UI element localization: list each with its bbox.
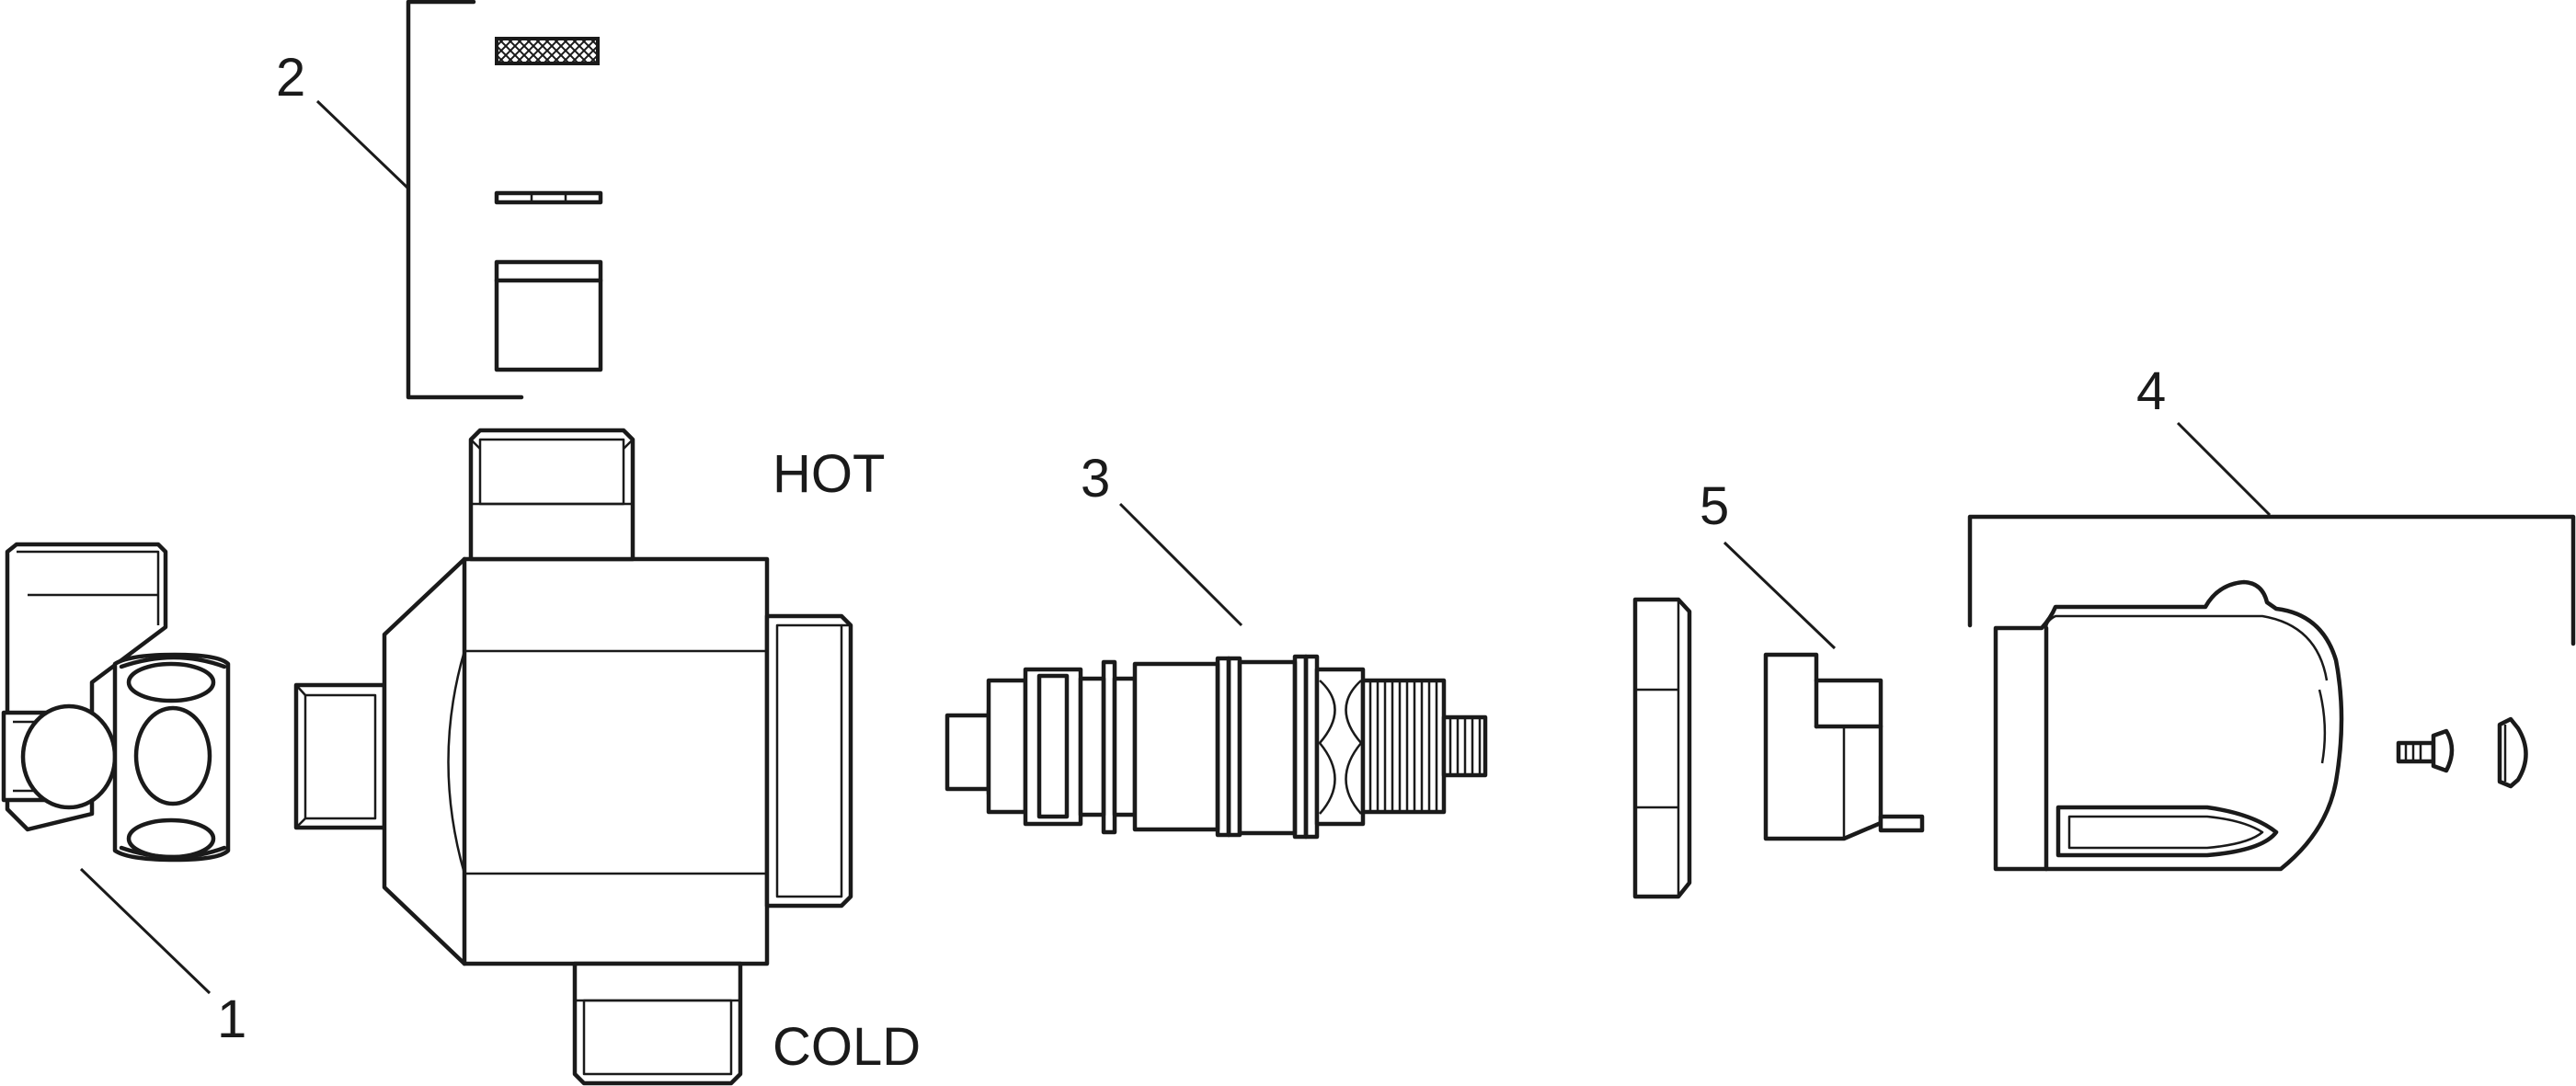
part-2-cap (494, 259, 603, 372)
part-2-filter-screen (495, 37, 600, 65)
part-4-leader-line (2176, 421, 2272, 517)
part-2-leader-line (315, 99, 410, 190)
escutcheon-plate (1632, 597, 1692, 899)
part-4-handle (1993, 579, 2344, 872)
part-4-screw (2396, 728, 2455, 773)
part-4-bracket (1967, 514, 2576, 646)
part-4-group: 4 (1967, 361, 2576, 872)
part-4-cap (2497, 716, 2528, 789)
part-2-bracket (406, 0, 524, 400)
part-5-leader-line (1723, 541, 1837, 650)
part-3-leader-line (1118, 502, 1243, 627)
part-2-callout: 2 (276, 48, 305, 108)
hot-port-label: HOT (773, 444, 885, 504)
part-5-callout: 5 (1700, 476, 1729, 536)
valve-body: HOT COLD (293, 428, 921, 1086)
part-1-elbow: 1 (1, 542, 246, 1049)
part-5-adapter: 5 (1700, 476, 1925, 841)
part-4-callout: 4 (2136, 361, 2166, 421)
part-2-washer (494, 190, 603, 205)
part-1-callout: 1 (217, 989, 246, 1049)
part-3-cartridge: 3 (945, 449, 1488, 840)
part-1-leader-line (79, 867, 212, 995)
cold-port-label: COLD (773, 1017, 921, 1077)
part-2-group: 2 (276, 0, 603, 400)
part-3-callout: 3 (1081, 449, 1110, 509)
